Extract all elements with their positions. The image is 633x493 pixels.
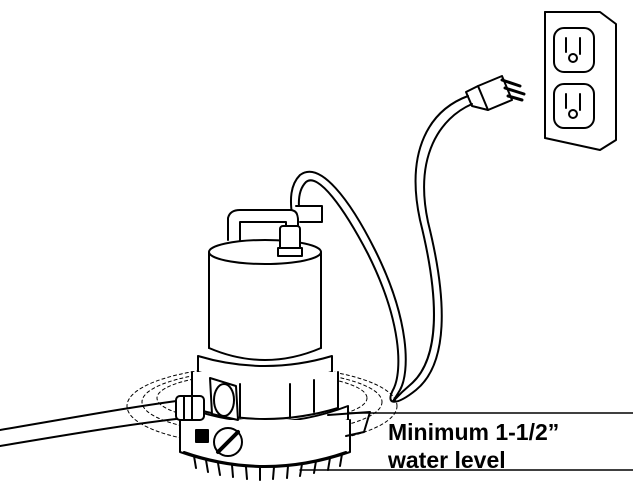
callout-line-2: water level: [388, 447, 506, 473]
pump-icon: [179, 205, 371, 481]
outlet-icon: [544, 11, 617, 151]
callout-line-1: Minimum 1-1/2”: [388, 419, 560, 445]
water-level-lines: [299, 412, 633, 471]
plug-icon: [465, 75, 526, 111]
water-level-callout: Minimum 1-1/2” water level: [388, 418, 588, 474]
hose-icon: [0, 395, 205, 447]
